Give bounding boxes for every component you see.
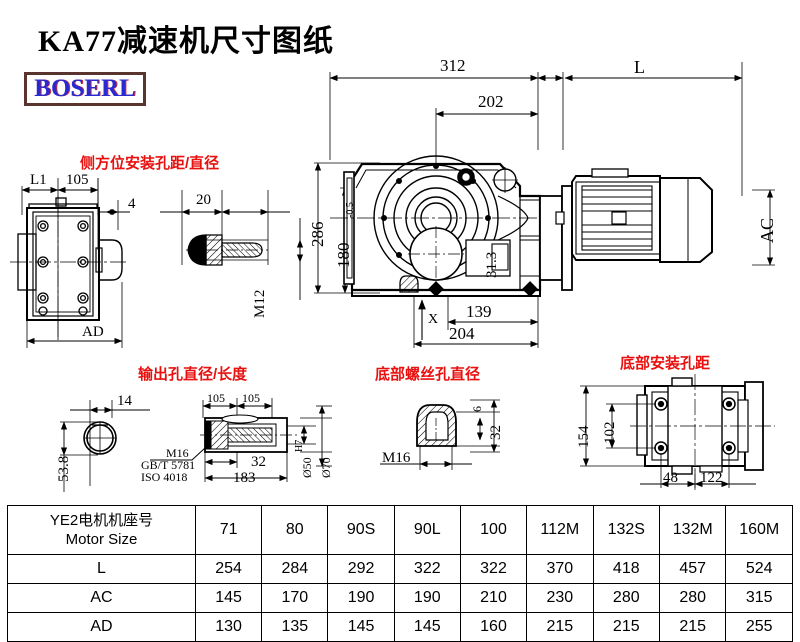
row-label: AD [7, 612, 196, 642]
dim-L: L [634, 57, 645, 77]
dim-AC: AC [757, 217, 777, 243]
table-header-row: YE2电机机座号 Motor Size 71 80 90S 90L 100 11… [7, 505, 793, 555]
dim-180-tolerance: -0.5 [345, 202, 356, 218]
dim-48: 48 [663, 470, 678, 486]
dim-312: 312 [440, 56, 466, 75]
dim-gbt-5781: GB/T 5781 [141, 458, 196, 472]
technical-drawing [10, 62, 775, 492]
dim-139: 139 [466, 302, 492, 321]
output-shaft-section [60, 400, 150, 492]
bottom-mount-view [580, 374, 775, 490]
dim-M16-shaft: M16 [166, 446, 189, 460]
table-row: L 254 284 292 322 322 370 418 457 524 [7, 554, 793, 584]
table-header-size: 71 [194, 505, 263, 555]
bottom-screw-detail [380, 399, 500, 470]
table-cell: 255 [725, 612, 793, 642]
annotation-bottom-screw: 底部螺丝孔直径 [375, 366, 481, 383]
table-header-size: 80 [261, 505, 329, 555]
output-shaft-side-section [150, 398, 332, 482]
dim-AD: AD [82, 324, 104, 340]
table-cell: 230 [526, 583, 594, 613]
dim-32-screw: 32 [488, 425, 504, 440]
dim-202: 202 [478, 92, 504, 111]
dim-105-b: 105 [242, 391, 260, 405]
dim-122: 122 [700, 470, 723, 486]
table-cell: 215 [592, 612, 660, 642]
dim-iso-4018: ISO 4018 [141, 470, 188, 484]
dim-dia50-tolerance: H7 [294, 439, 305, 452]
table-cell: 370 [526, 554, 594, 584]
table-cell: 457 [658, 554, 727, 584]
table-header-size: 132M [658, 505, 727, 555]
table-cell: 280 [658, 583, 727, 613]
table-cell: 190 [393, 583, 461, 613]
table-header-size: 90L [393, 505, 461, 555]
table-row: AC 145 170 190 190 210 230 280 280 315 [7, 583, 793, 613]
table-cell: 292 [327, 554, 395, 584]
dim-M16-screw: M16 [382, 450, 411, 466]
header-label-cn: YE2电机机座号 [49, 512, 154, 529]
dim-L1: L1 [30, 172, 47, 188]
table-cell: 145 [327, 612, 395, 642]
dim-32-shaft: 32 [251, 454, 266, 470]
dim-6: 6 [470, 406, 484, 412]
table-header-size: 90S [327, 505, 395, 555]
dim-dia70: Ø70 [319, 457, 333, 478]
motor-assembly [539, 168, 713, 291]
table-header-label: YE2电机机座号 Motor Size [7, 505, 196, 555]
table-cell: 170 [261, 583, 329, 613]
dim-154: 154 [576, 425, 592, 449]
motor-size-table: YE2电机机座号 Motor Size 71 80 90S 90L 100 11… [7, 505, 793, 642]
table-cell: 135 [261, 612, 329, 642]
dim-105-a: 105 [207, 391, 225, 405]
row-label: AC [7, 583, 196, 613]
table-cell: 322 [459, 554, 528, 584]
annotation-bottom-mount: 底部安装孔距 [620, 355, 711, 372]
dim-X: X [428, 312, 439, 327]
dim-53-8: 53.8 [56, 455, 72, 482]
dim-105-left: 105 [66, 172, 89, 188]
table-header-size: 160M [725, 505, 793, 555]
left-side-view [10, 178, 130, 348]
table-header-size: 132S [592, 505, 660, 555]
table-cell: 145 [393, 612, 461, 642]
side-hole-detail [160, 190, 304, 300]
dim-dia50: Ø50 [300, 457, 314, 478]
main-gearbox-body [330, 155, 700, 297]
header-label-en: Motor Size [65, 531, 138, 548]
dim-183: 183 [233, 470, 256, 486]
table-cell: 280 [592, 583, 660, 613]
table-row: AD 130 135 145 145 160 215 215 215 255 [7, 612, 793, 642]
dim-204: 204 [449, 324, 475, 343]
annotation-side-mount: 侧方位安装孔距/直径 [80, 155, 220, 172]
table-cell: 322 [393, 554, 461, 584]
table-cell: 254 [194, 554, 263, 584]
dim-31-3: 31.3 [484, 251, 500, 278]
table-header-size: 100 [459, 505, 528, 555]
table-cell: 524 [725, 554, 793, 584]
dim-102: 102 [602, 421, 618, 445]
dim-14: 14 [117, 393, 132, 409]
logo-text: BOSERL [34, 75, 136, 102]
table-cell: 215 [658, 612, 727, 642]
brand-logo: BOSERL [24, 72, 146, 106]
table-cell: 210 [459, 583, 528, 613]
page-title: KA77减速机尺寸图纸 [38, 25, 334, 58]
table-cell: 215 [526, 612, 594, 642]
table-cell: 418 [592, 554, 660, 584]
dim-286: 286 [308, 221, 327, 248]
dim-180: 180 [334, 242, 353, 269]
table-cell: 315 [725, 583, 793, 613]
annotation-output-shaft: 输出孔直径/长度 [138, 366, 248, 383]
dim-4: 4 [128, 196, 136, 212]
table-cell: 130 [194, 612, 263, 642]
table-cell: 160 [459, 612, 528, 642]
table-header-size: 112M [526, 505, 594, 555]
table-cell: 284 [261, 554, 329, 584]
table-cell: 190 [327, 583, 395, 613]
row-label: L [7, 554, 196, 584]
dim-M12: M12 [252, 289, 268, 318]
table-cell: 145 [194, 583, 263, 613]
dim-20: 20 [196, 192, 211, 208]
